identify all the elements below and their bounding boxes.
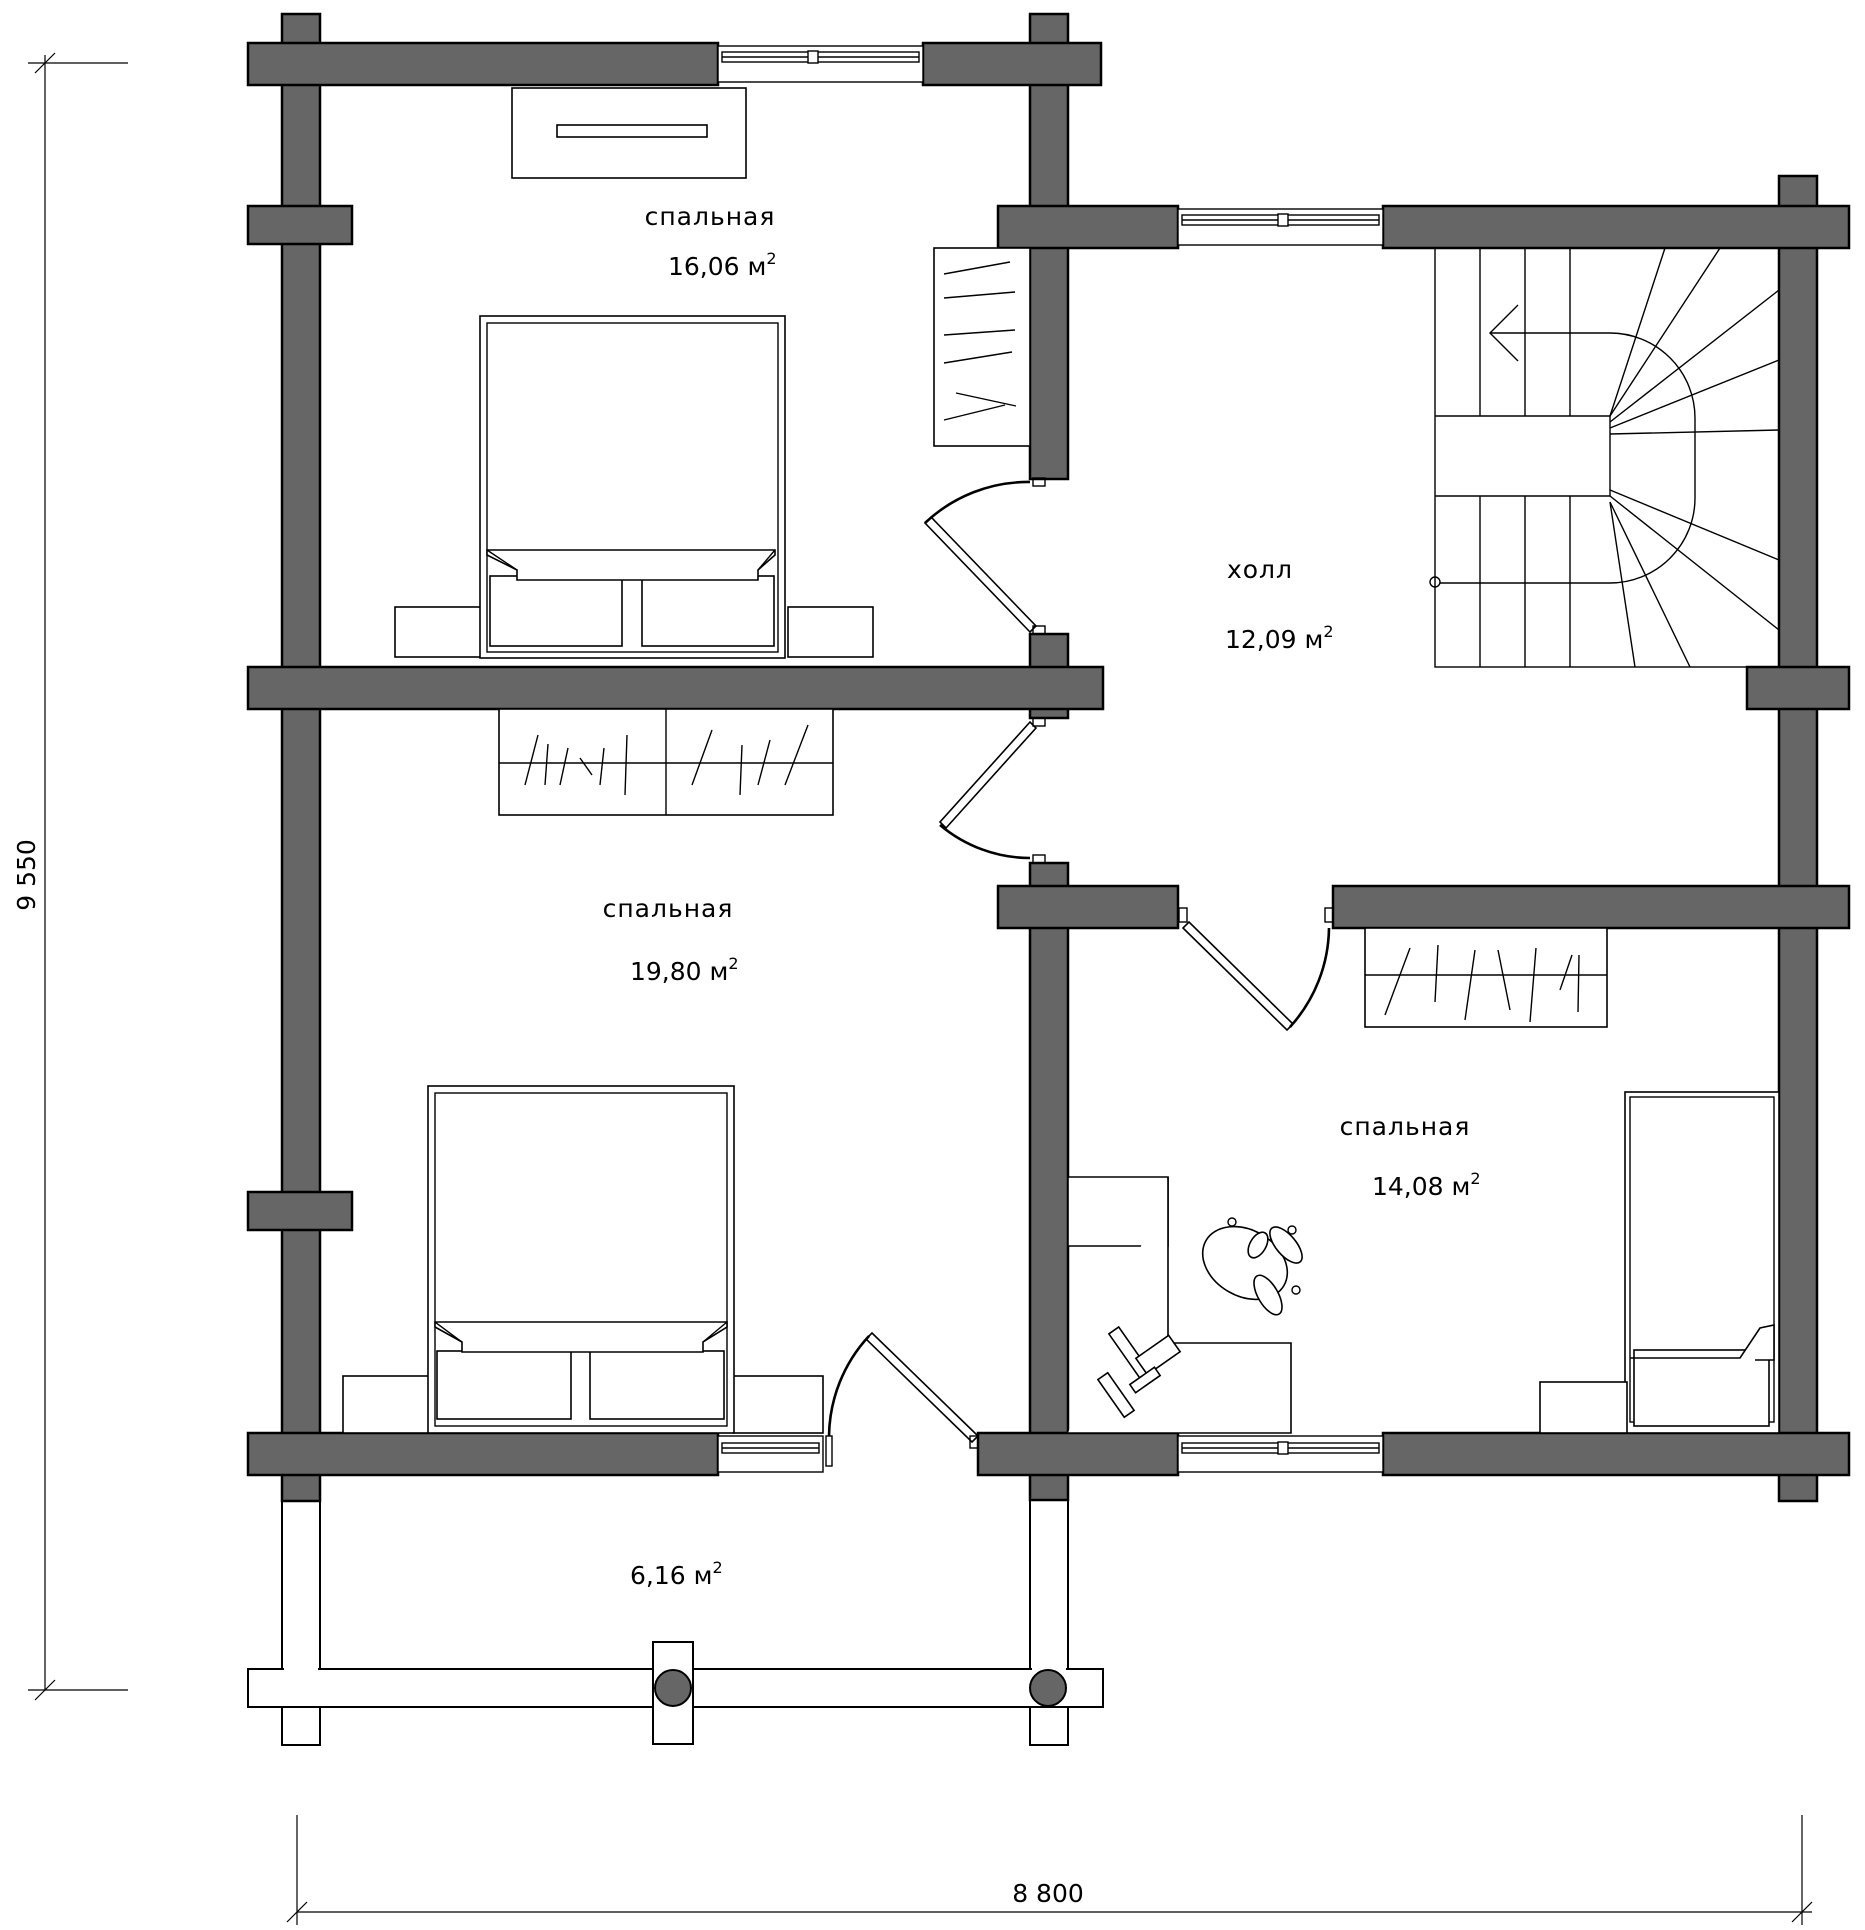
door-terrace [825, 1331, 980, 1467]
room-label-terrace: 6,16 м2 [630, 1558, 723, 1590]
terrace-right-post [1029, 1499, 1069, 1746]
window-top-bedroom [717, 45, 924, 83]
dimension-width-label: 8 800 [1012, 1879, 1084, 1908]
room-name: спальная [645, 202, 776, 231]
svg-text:16,06 м2: 16,06 м2 [668, 249, 777, 281]
terrace-column-right [1029, 1669, 1067, 1707]
furniture-top-bedroom [394, 87, 1031, 659]
nightstand [732, 1375, 824, 1434]
staircase [1429, 247, 1780, 668]
doors [825, 477, 1334, 1467]
pillow [436, 1350, 572, 1420]
door-right-bedroom [1178, 907, 1334, 1032]
nightstand [1539, 1381, 1628, 1434]
room-area: 6,16 м [630, 1561, 712, 1590]
room-area: 19,80 м [630, 957, 728, 986]
furniture-middle-bedroom [342, 708, 834, 1434]
dimension-vertical: 9 550 [12, 52, 128, 1701]
window-hall [1177, 208, 1384, 246]
area-unit-superscript: 2 [1323, 622, 1333, 641]
terrace-column-left [654, 1669, 692, 1707]
room-area: 16,06 м [668, 252, 766, 281]
window-right-bedroom [1177, 1435, 1384, 1473]
area-unit-superscript: 2 [1470, 1169, 1480, 1188]
pillow [489, 575, 623, 647]
area-unit-superscript: 2 [712, 1558, 722, 1577]
area-unit-superscript: 2 [728, 954, 738, 973]
door-middle-bedroom [938, 717, 1046, 864]
pillow [641, 575, 775, 647]
svg-text:19,80 м2: 19,80 м2 [630, 954, 739, 986]
room-name: спальная [1340, 1112, 1471, 1141]
room-area: 12,09 м [1225, 625, 1323, 654]
windows [717, 45, 1384, 1473]
terrace-left-post [281, 1499, 321, 1746]
room-area: 14,08 м [1372, 1172, 1470, 1201]
walls [246, 12, 1851, 1503]
window-middle-bedroom [717, 1435, 824, 1473]
room-name: холл [1227, 555, 1293, 584]
computer-icon [1096, 1325, 1182, 1419]
area-unit-superscript: 2 [766, 249, 776, 268]
nightstand [394, 606, 486, 658]
terrace [247, 1499, 1104, 1746]
door-top-bedroom [923, 477, 1046, 635]
room-label-right-bedroom: спальная 14,08 м2 [1340, 1112, 1481, 1201]
stair-arrow-icon [1489, 304, 1519, 362]
dimension-height-label: 9 550 [12, 839, 41, 911]
wardrobe [1364, 927, 1608, 1028]
room-label-middle-bedroom: спальная 19,80 м2 [603, 894, 739, 986]
pillow [1633, 1349, 1770, 1427]
pillow [589, 1350, 725, 1420]
dimension-horizontal: 8 800 [286, 1815, 1813, 1925]
room-name: спальная [603, 894, 734, 923]
office-chair-icon [1201, 1217, 1303, 1316]
svg-text:6,16 м2: 6,16 м2 [630, 1558, 723, 1590]
nightstand [342, 1375, 434, 1434]
nightstand [787, 606, 874, 658]
svg-text:14,08 м2: 14,08 м2 [1372, 1169, 1481, 1201]
room-label-hall: холл 12,09 м2 [1225, 555, 1334, 654]
wardrobe [933, 247, 1031, 447]
room-label-top-bedroom: спальная 16,06 м2 [645, 202, 777, 281]
furniture-right-bedroom [1067, 927, 1780, 1434]
svg-text:12,09 м2: 12,09 м2 [1225, 622, 1334, 654]
